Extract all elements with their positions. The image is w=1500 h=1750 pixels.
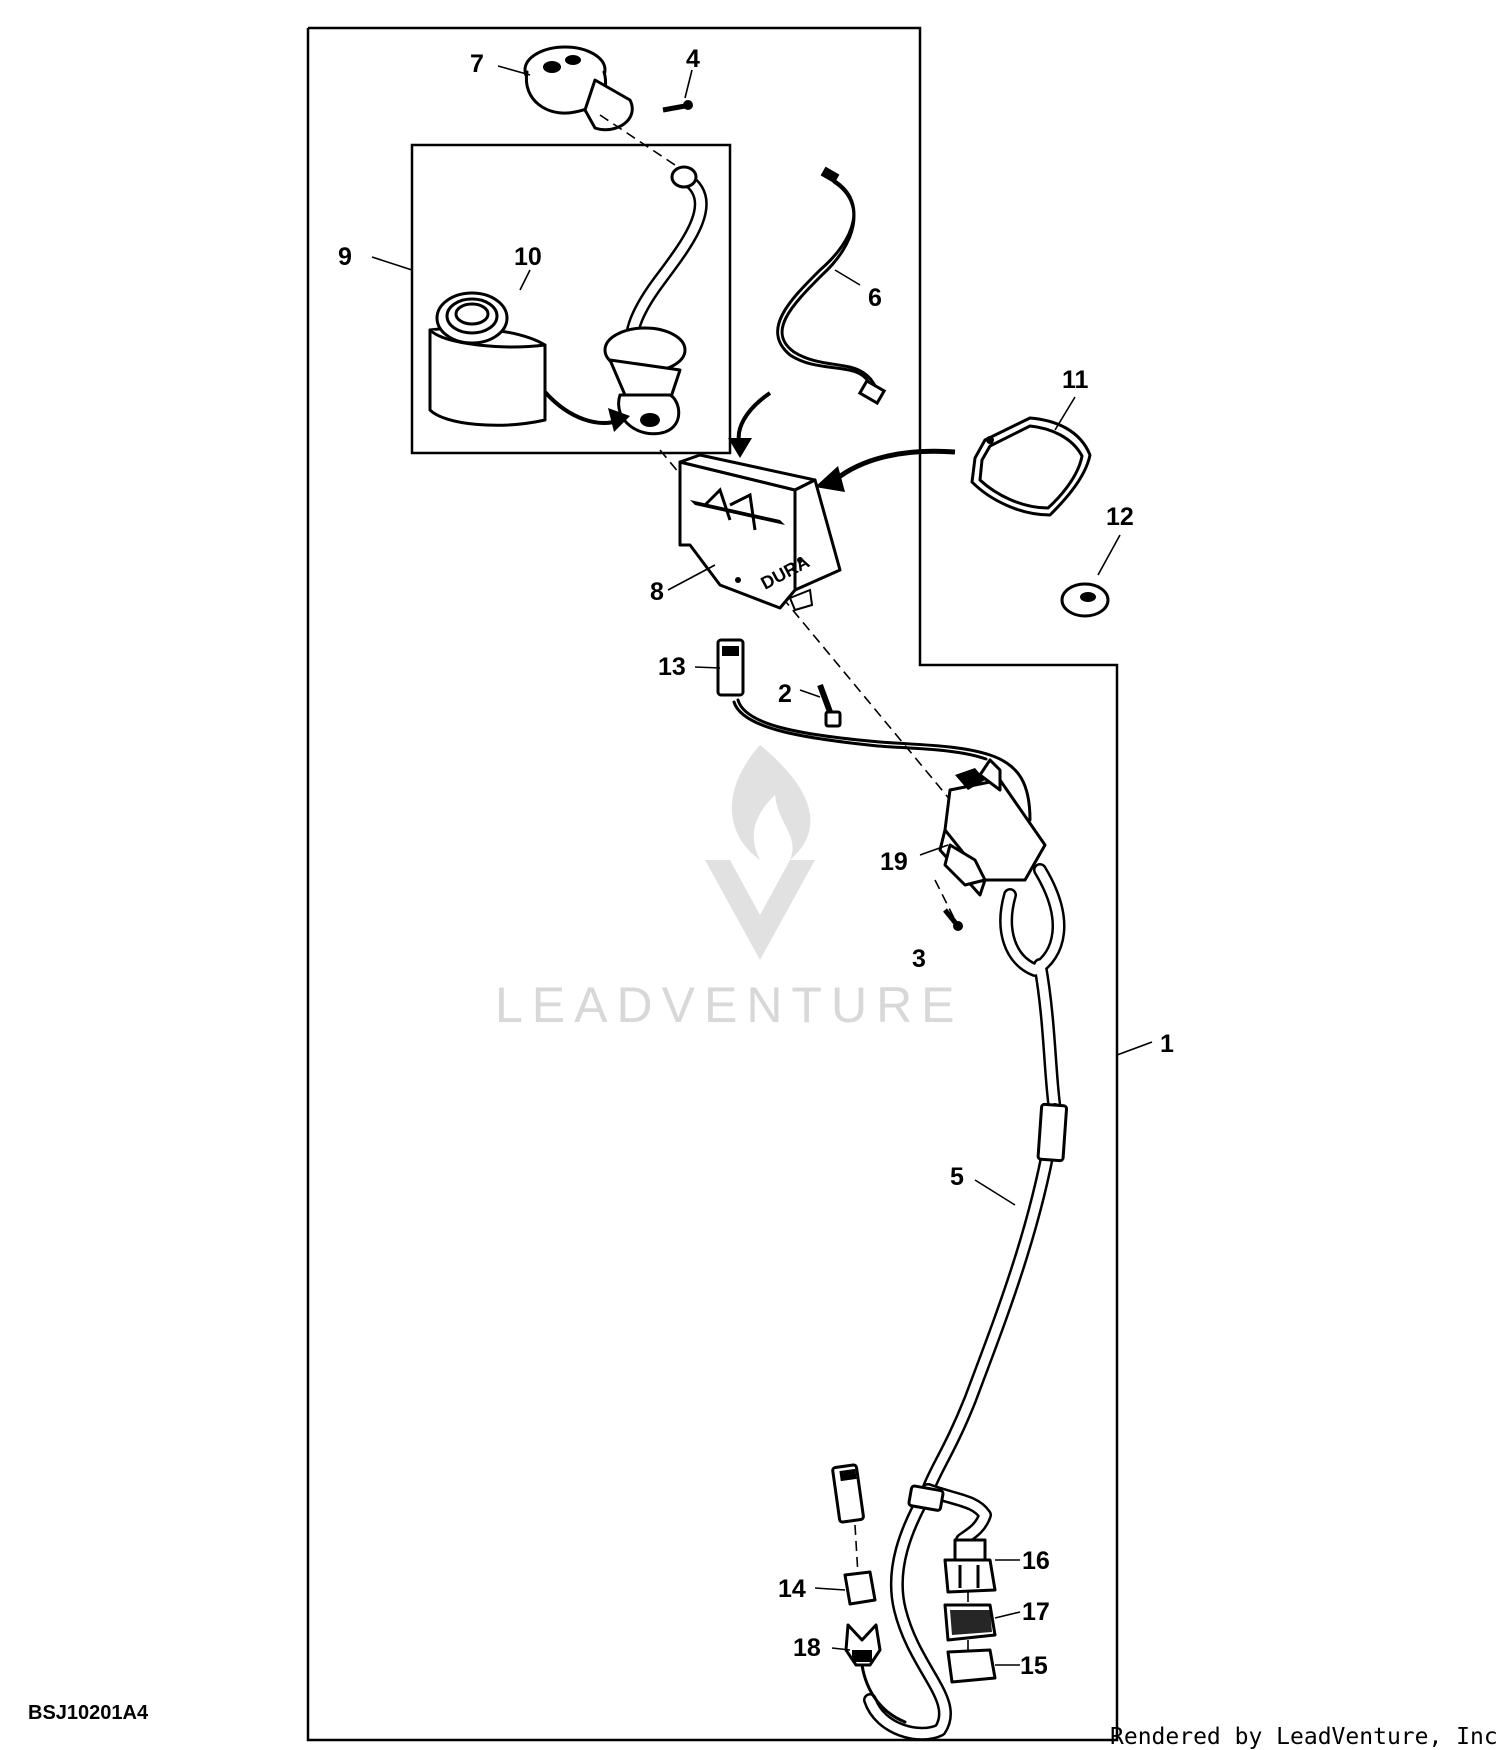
kit-boundary: [306, 26, 1119, 1742]
leader-lines: [371, 65, 1153, 1666]
callout-5: 5: [950, 1163, 964, 1191]
callout-9: 9: [338, 243, 352, 271]
callout-13: 13: [658, 653, 686, 681]
screw-part-4: [662, 100, 693, 113]
callout-8: 8: [650, 578, 664, 606]
harness-cable: [863, 863, 1069, 1741]
fitting-part-15: [946, 1648, 997, 1684]
switch-part: [938, 758, 1047, 897]
wire-lead-part: [776, 166, 887, 406]
callout-2: 2: [778, 680, 792, 708]
knob-part: [523, 45, 634, 132]
callout-10: 10: [514, 243, 542, 271]
install-arrow-11: [833, 448, 956, 482]
credit-text: Rendered by LeadVenture, Inc.: [1110, 1724, 1500, 1750]
connector-part-14: [831, 1463, 877, 1606]
fitting-part-16: [943, 1538, 997, 1594]
lever-part: [603, 165, 708, 436]
wire-bracket-part: [970, 416, 1092, 517]
figure-code: BSJ10201A4: [28, 1702, 149, 1724]
callout-3: 3: [912, 945, 926, 973]
callout-18: 18: [793, 1634, 821, 1662]
boot-part: [428, 291, 547, 427]
bolt-part-2: [817, 683, 842, 728]
fitting-part-17: [943, 1592, 997, 1650]
callout-12: 12: [1106, 503, 1134, 531]
watermark: LEADVENTURE: [495, 745, 964, 1033]
watermark-flame-icon: [731, 745, 811, 860]
callout-14: 14: [778, 1575, 806, 1603]
install-arrow-6: [736, 391, 772, 446]
connector-part-13: [716, 638, 1032, 822]
callout-16: 16: [1022, 1547, 1050, 1575]
callout-19: 19: [880, 848, 908, 876]
screw-part-3: [934, 879, 963, 931]
watermark-v-icon: [705, 860, 815, 960]
callout-15: 15: [1020, 1652, 1048, 1680]
callout-7: 7: [470, 50, 484, 78]
callout-labels: 1 2 3 4 5 6 7 8 9 10 11 12 13 14 15 16 1…: [338, 45, 1174, 1680]
watermark-text: LEADVENTURE: [495, 977, 964, 1033]
callout-1: 1: [1160, 1030, 1174, 1058]
install-arrow-10: [543, 390, 621, 425]
housing-part: DURA: [678, 453, 842, 612]
callout-17: 17: [1022, 1598, 1050, 1626]
grommet-part: [1060, 582, 1110, 618]
callout-6: 6: [868, 284, 882, 312]
connector-part-18: [844, 1623, 907, 1724]
inset-box: [410, 143, 732, 455]
callout-11: 11: [1062, 366, 1089, 394]
callout-4: 4: [686, 45, 700, 73]
